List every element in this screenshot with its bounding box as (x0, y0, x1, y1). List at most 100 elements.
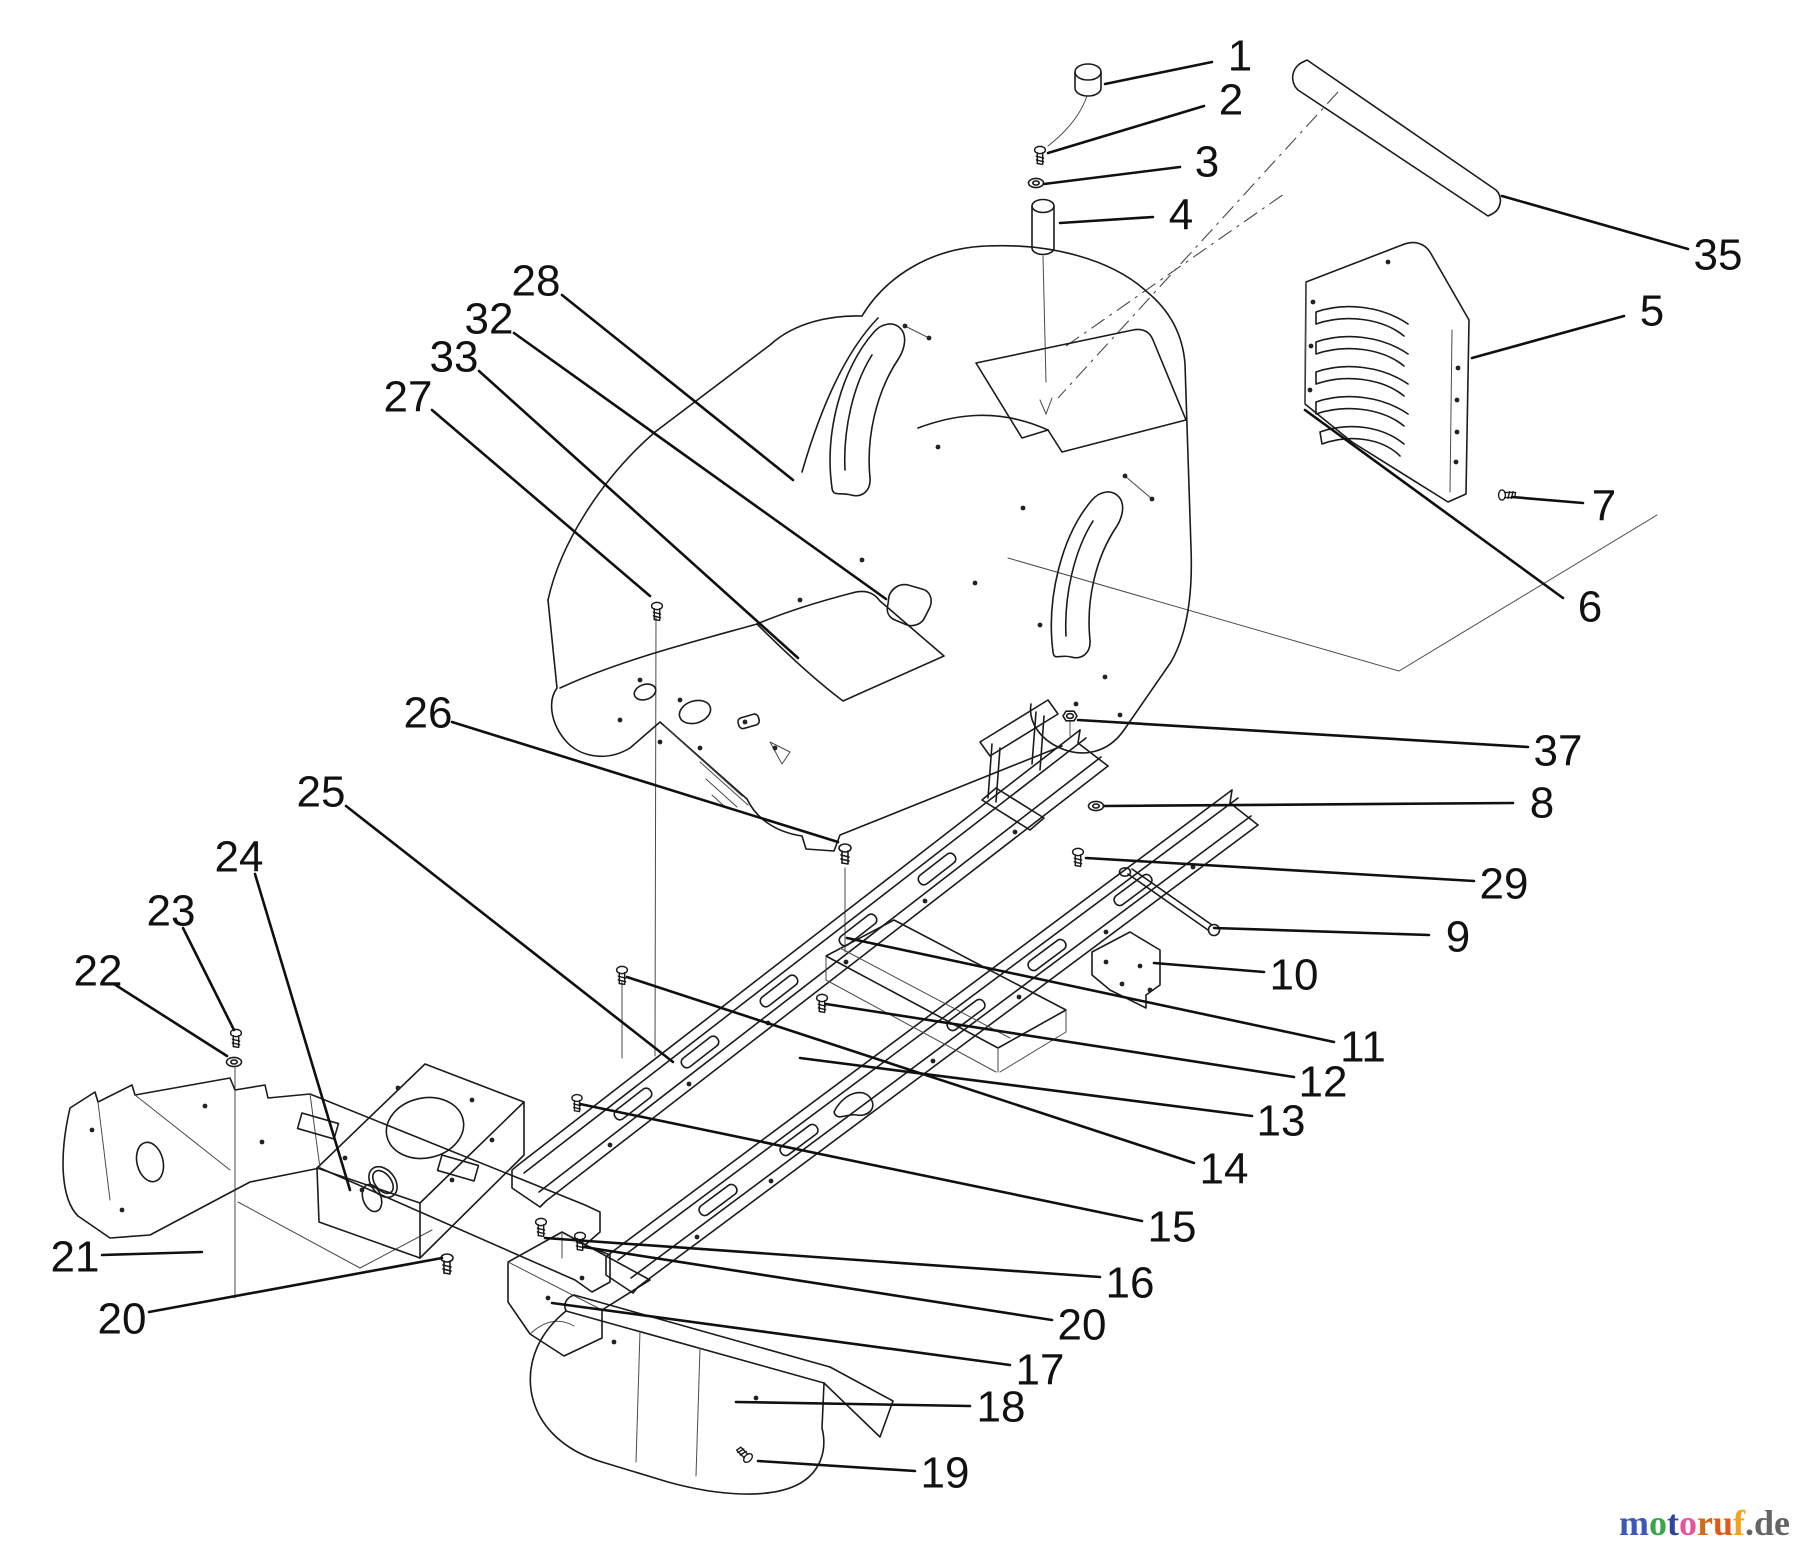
leader-line-13 (798, 1056, 1254, 1118)
leader-line-21 (100, 1250, 204, 1257)
fastener-stack-1-4 (1027, 63, 1102, 256)
callout-18: 18 (977, 1383, 1026, 1432)
callout-12: 12 (1299, 1058, 1348, 1107)
bolt-hole-dot (1190, 864, 1196, 870)
callout-14: 14 (1200, 1145, 1249, 1194)
screw-2-icon (1033, 145, 1047, 166)
bolt-hole-dot (686, 1081, 692, 1087)
bolt-hole-dot (637, 677, 643, 683)
bolt-hole-dot (930, 1058, 936, 1064)
leader-line-28 (560, 293, 795, 482)
leader-line-6 (1303, 408, 1565, 600)
frame-rail-lower (605, 789, 1259, 1294)
bolt-hole-dot (922, 898, 928, 904)
callout-21: 21 (51, 1233, 100, 1282)
leader-line-37 (1076, 718, 1530, 749)
leader-line-20 (582, 1245, 1054, 1322)
callout-5: 5 (1640, 287, 1664, 336)
watermark-letters: motoruf (1619, 1503, 1745, 1543)
watermark-letter: t (1666, 1503, 1679, 1543)
watermark-letter: f (1733, 1503, 1745, 1543)
fasteners-22-23 (225, 1028, 243, 1068)
callout-2: 2 (1219, 76, 1243, 125)
screw-7-icon (1497, 489, 1517, 501)
leader-line-29 (1084, 856, 1476, 883)
callout-26: 26 (404, 689, 453, 738)
bolt-hole-dot (926, 335, 932, 341)
vented-panel-5 (1304, 241, 1517, 503)
leader-line-18 (734, 1400, 972, 1408)
leader-line-12 (824, 1002, 1296, 1079)
callout-11: 11 (1340, 1023, 1386, 1072)
bolt-hole-dot (797, 597, 803, 603)
bolt-29-icon (1071, 847, 1085, 868)
callout-37: 37 (1534, 727, 1583, 776)
screw-23-icon (229, 1028, 243, 1049)
callout-33: 33 (430, 333, 479, 382)
side-bracket-21 (62, 1077, 611, 1293)
leader-line-4 (1058, 215, 1155, 225)
washer-8-icon (1087, 800, 1105, 812)
leader-line-24 (253, 872, 352, 1192)
callout-16: 16 (1106, 1259, 1155, 1308)
callout-19: 19 (921, 1449, 970, 1498)
callout-20: 20 (1058, 1301, 1107, 1350)
leader-line-27 (430, 408, 652, 598)
leader-line-5 (1470, 314, 1626, 360)
leader-line-1 (1103, 60, 1214, 86)
bolt-hole-dot (1102, 674, 1108, 680)
bolt-hole-dot (935, 444, 941, 450)
leader-line-33 (477, 369, 800, 660)
leader-line-15 (578, 1102, 1144, 1223)
leader-line-2 (1046, 104, 1206, 155)
callout-4: 4 (1169, 191, 1193, 240)
bolt-26-icon (838, 843, 852, 865)
bolt-27-icon (650, 601, 664, 622)
watermark-suffix: .de (1745, 1503, 1790, 1543)
bolt-hole-dot (972, 580, 978, 586)
shield-18 (529, 1294, 894, 1495)
screw-16-icon (534, 1217, 548, 1238)
leader-line-3 (1042, 165, 1182, 186)
callout-3: 3 (1195, 138, 1219, 187)
bolt-hole-dot (902, 323, 908, 329)
leader-line-11 (845, 936, 1336, 1044)
rail-bolts (571, 601, 852, 1113)
screw-19-icon (734, 1444, 755, 1465)
callout-17: 17 (1016, 1346, 1065, 1395)
leader-line-22 (112, 982, 229, 1058)
bolt-hole-dot (677, 697, 683, 703)
callout-1: 1 (1228, 32, 1252, 81)
bolt-hole-dot (1016, 994, 1022, 1000)
bolt-hole-dot (1103, 929, 1109, 935)
washer-3-icon (1027, 177, 1045, 189)
leader-line-35 (1500, 194, 1690, 251)
callout-7: 7 (1592, 482, 1616, 531)
bracket-10 (1091, 931, 1161, 1009)
callout-15: 15 (1148, 1203, 1197, 1252)
watermark-letter: r (1696, 1503, 1713, 1543)
callout-9: 9 (1446, 913, 1470, 962)
bolt-hole-dot (1020, 505, 1026, 511)
bolt-hole-dots (607, 323, 1196, 1240)
bolt-hole-dot (697, 745, 703, 751)
callout-25: 25 (297, 768, 346, 817)
body-shell (547, 95, 1193, 852)
leader-line-32 (512, 331, 888, 601)
bolt-hole-dot (859, 557, 865, 563)
bolt-hole-dot (1122, 473, 1128, 479)
watermark-letter: m (1618, 1503, 1649, 1543)
gearbox-mount-box-24 (316, 1063, 525, 1275)
leader-line-16 (543, 1236, 1102, 1279)
callout-32: 32 (465, 295, 514, 344)
leader-line-9 (1212, 926, 1431, 937)
bolt-hole-dot (1149, 496, 1155, 502)
callout-22: 22 (74, 947, 123, 996)
seat-tower-bracket (979, 699, 1059, 831)
bolt-hole-dot (843, 959, 849, 965)
callout-27: 27 (384, 373, 433, 422)
callout-35: 35 (1694, 231, 1743, 280)
washer-22-icon (225, 1056, 243, 1068)
